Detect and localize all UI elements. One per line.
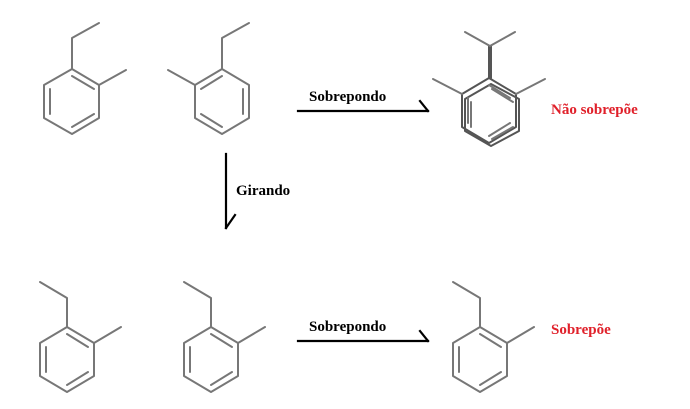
molecule-bottom-superposed — [452, 281, 535, 393]
label-superimposable: Sobrepõe — [551, 322, 611, 338]
arrow-superpose-top — [296, 99, 430, 113]
label-superpose-bottom: Sobrepondo — [309, 319, 386, 335]
label-superpose-top: Sobrepondo — [309, 89, 386, 105]
molecule-top-left — [43, 22, 127, 135]
molecule-bottom-left — [39, 281, 122, 393]
arrow-superpose-bottom — [296, 329, 430, 343]
molecule-top-center — [167, 22, 250, 135]
label-not-superimposable: Não sobrepõe — [551, 102, 638, 118]
label-rotate: Girando — [236, 183, 290, 199]
arrow-rotate — [224, 152, 237, 230]
molecule-top-superposed — [432, 31, 546, 147]
molecule-bottom-center — [183, 281, 266, 393]
